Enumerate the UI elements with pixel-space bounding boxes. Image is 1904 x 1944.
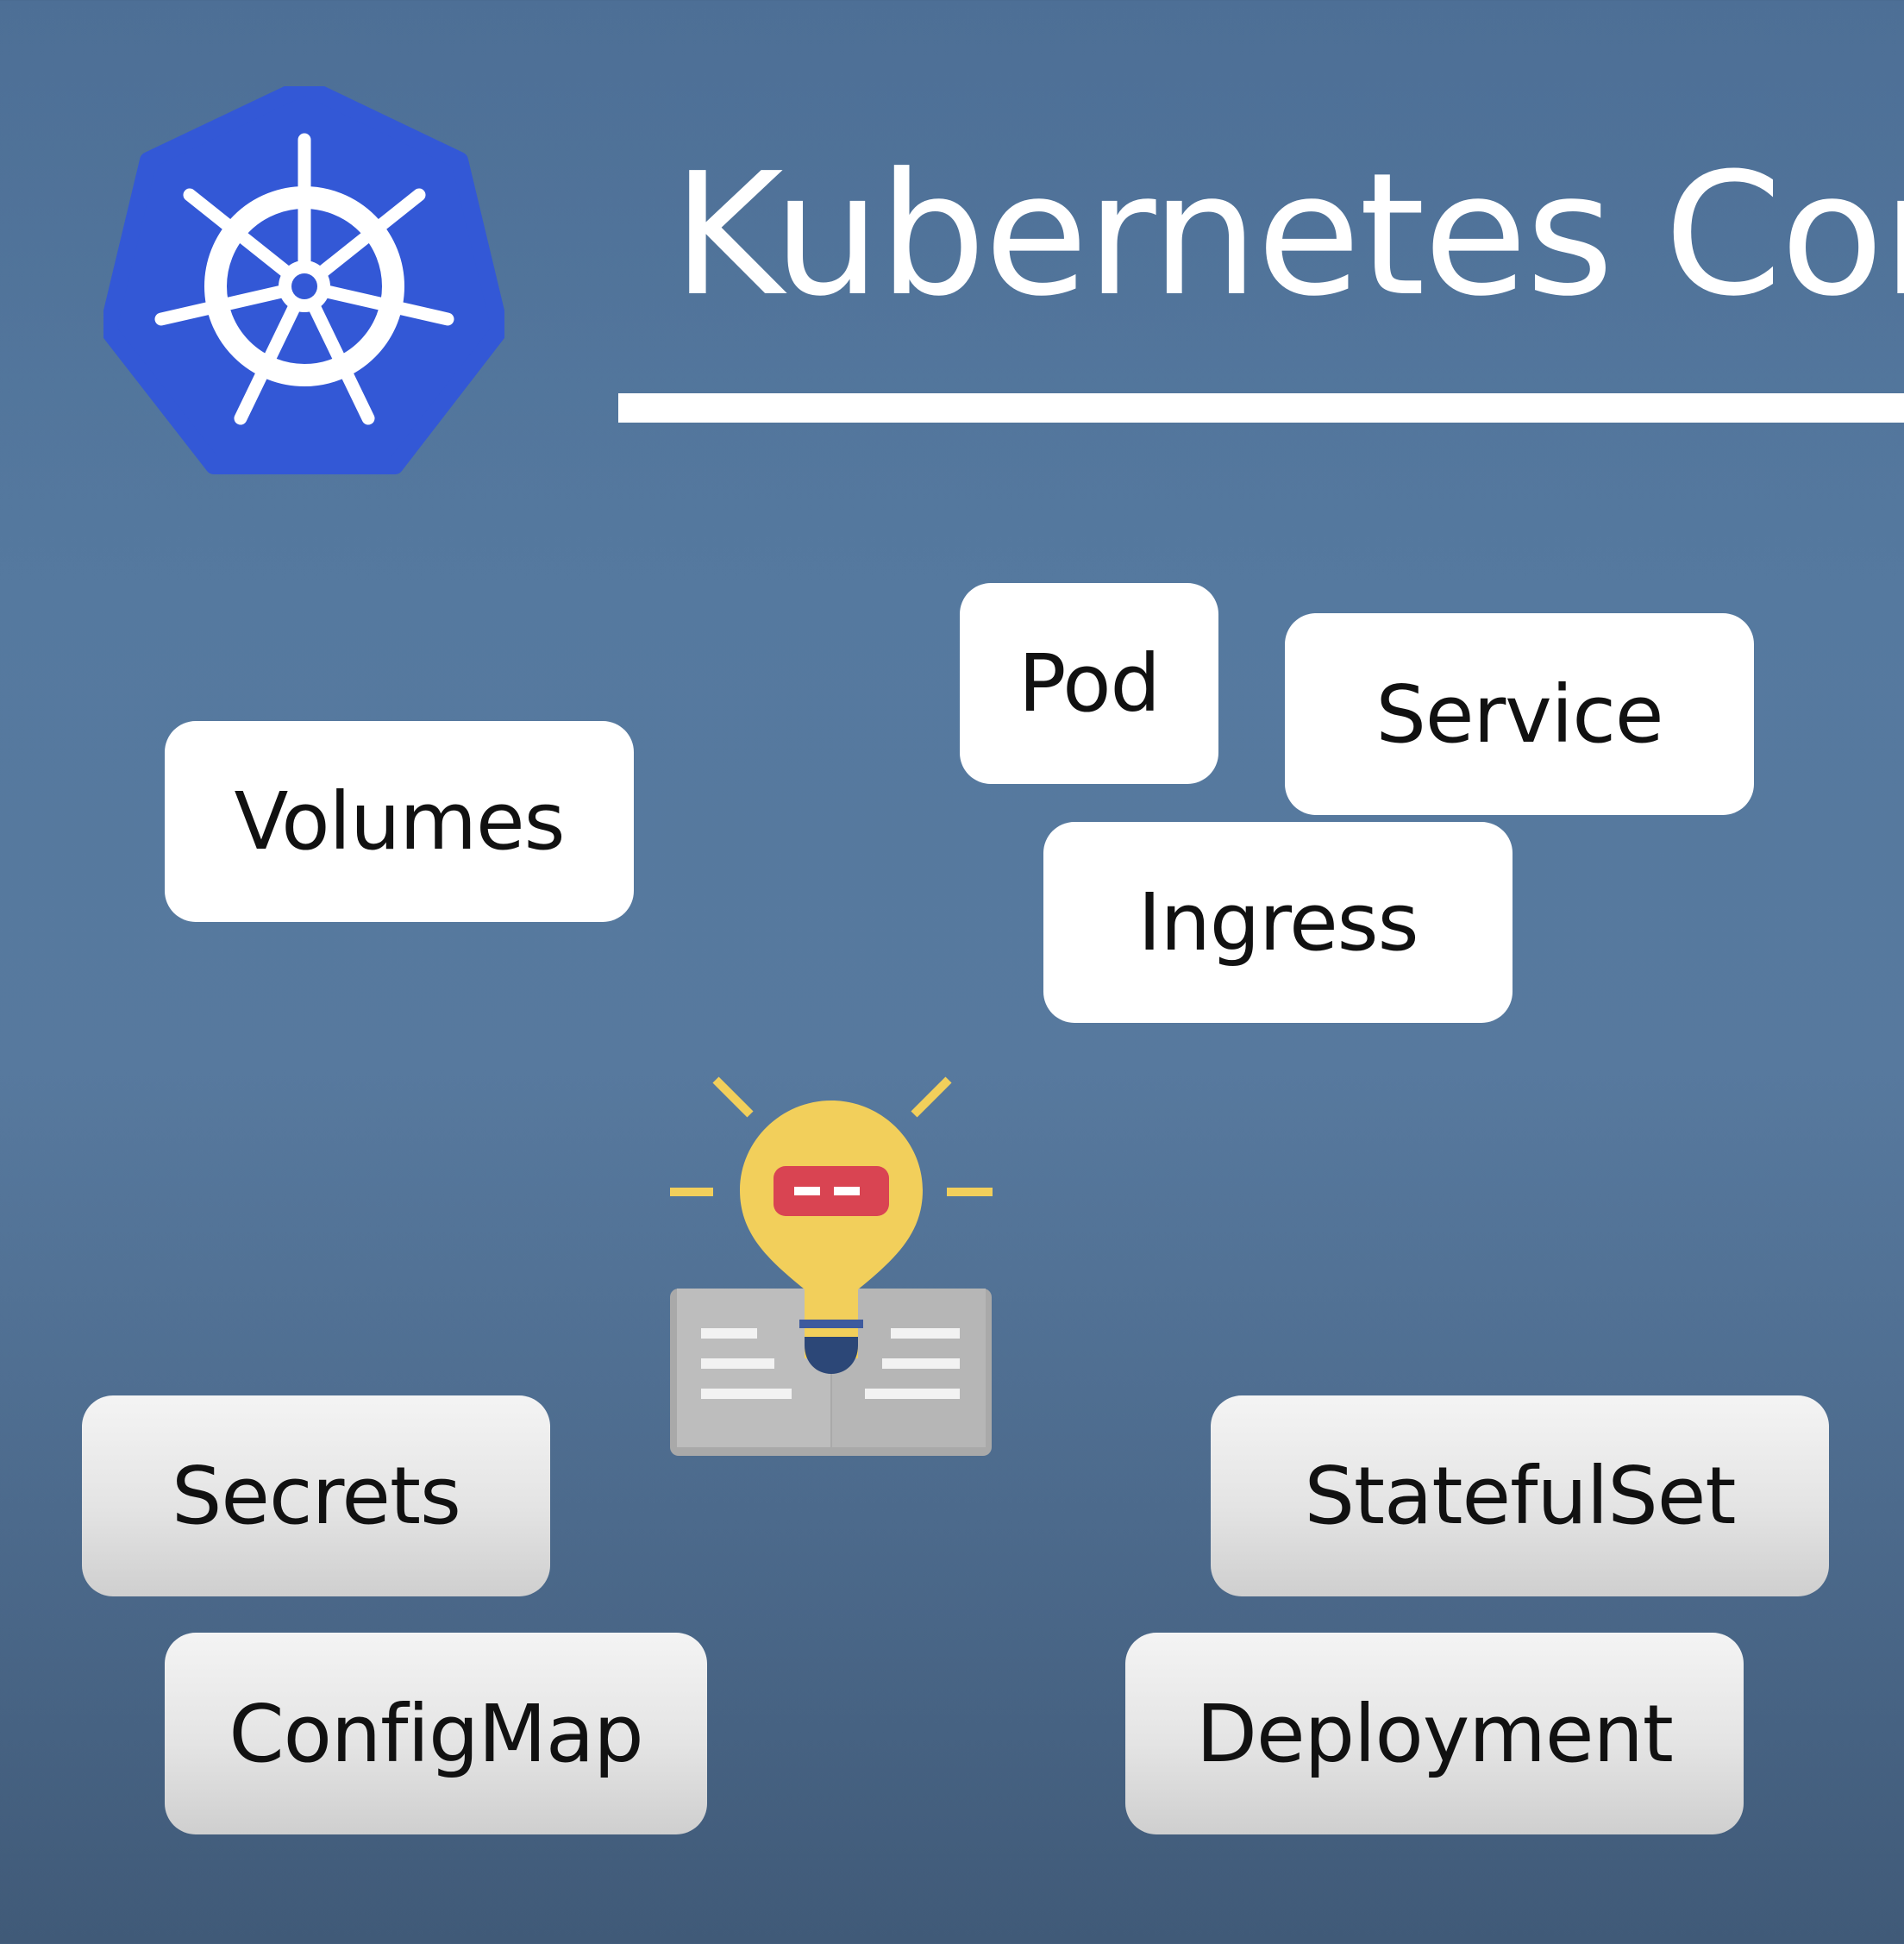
component-box-volumes: Volumes: [165, 721, 634, 922]
page-title: Kubernetes Con: [673, 137, 1904, 334]
component-box-deployment: Deployment: [1125, 1633, 1744, 1834]
component-box-service: Service: [1285, 613, 1754, 815]
component-box-secrets: Secrets: [82, 1395, 550, 1596]
component-box-pod: Pod: [960, 583, 1218, 784]
kubernetes-logo-icon: [103, 86, 504, 474]
title-underline: [618, 393, 1904, 423]
lightbulb: [740, 1101, 923, 1374]
lightbulb-book-icon: [670, 1076, 993, 1456]
component-box-ingress: Ingress: [1043, 822, 1513, 1023]
component-box-configmap: ConfigMap: [165, 1633, 707, 1834]
component-box-statefulset: StatefulSet: [1211, 1395, 1829, 1596]
